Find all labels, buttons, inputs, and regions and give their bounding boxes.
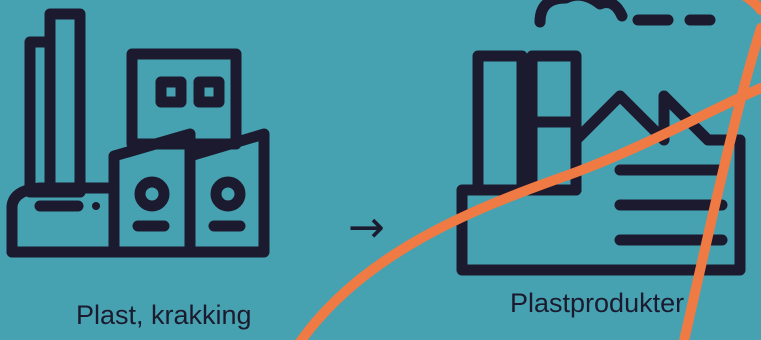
cross-out-mark (295, 0, 761, 340)
right-item-label: Plastprodukter (510, 288, 685, 318)
gauge-dot-icon (92, 202, 100, 210)
left-item-label: Plast, krakking (76, 300, 252, 330)
refinery-factory-icon (6, 8, 270, 258)
factory-icon (456, 0, 746, 276)
right-arrow-icon: → (348, 202, 385, 253)
